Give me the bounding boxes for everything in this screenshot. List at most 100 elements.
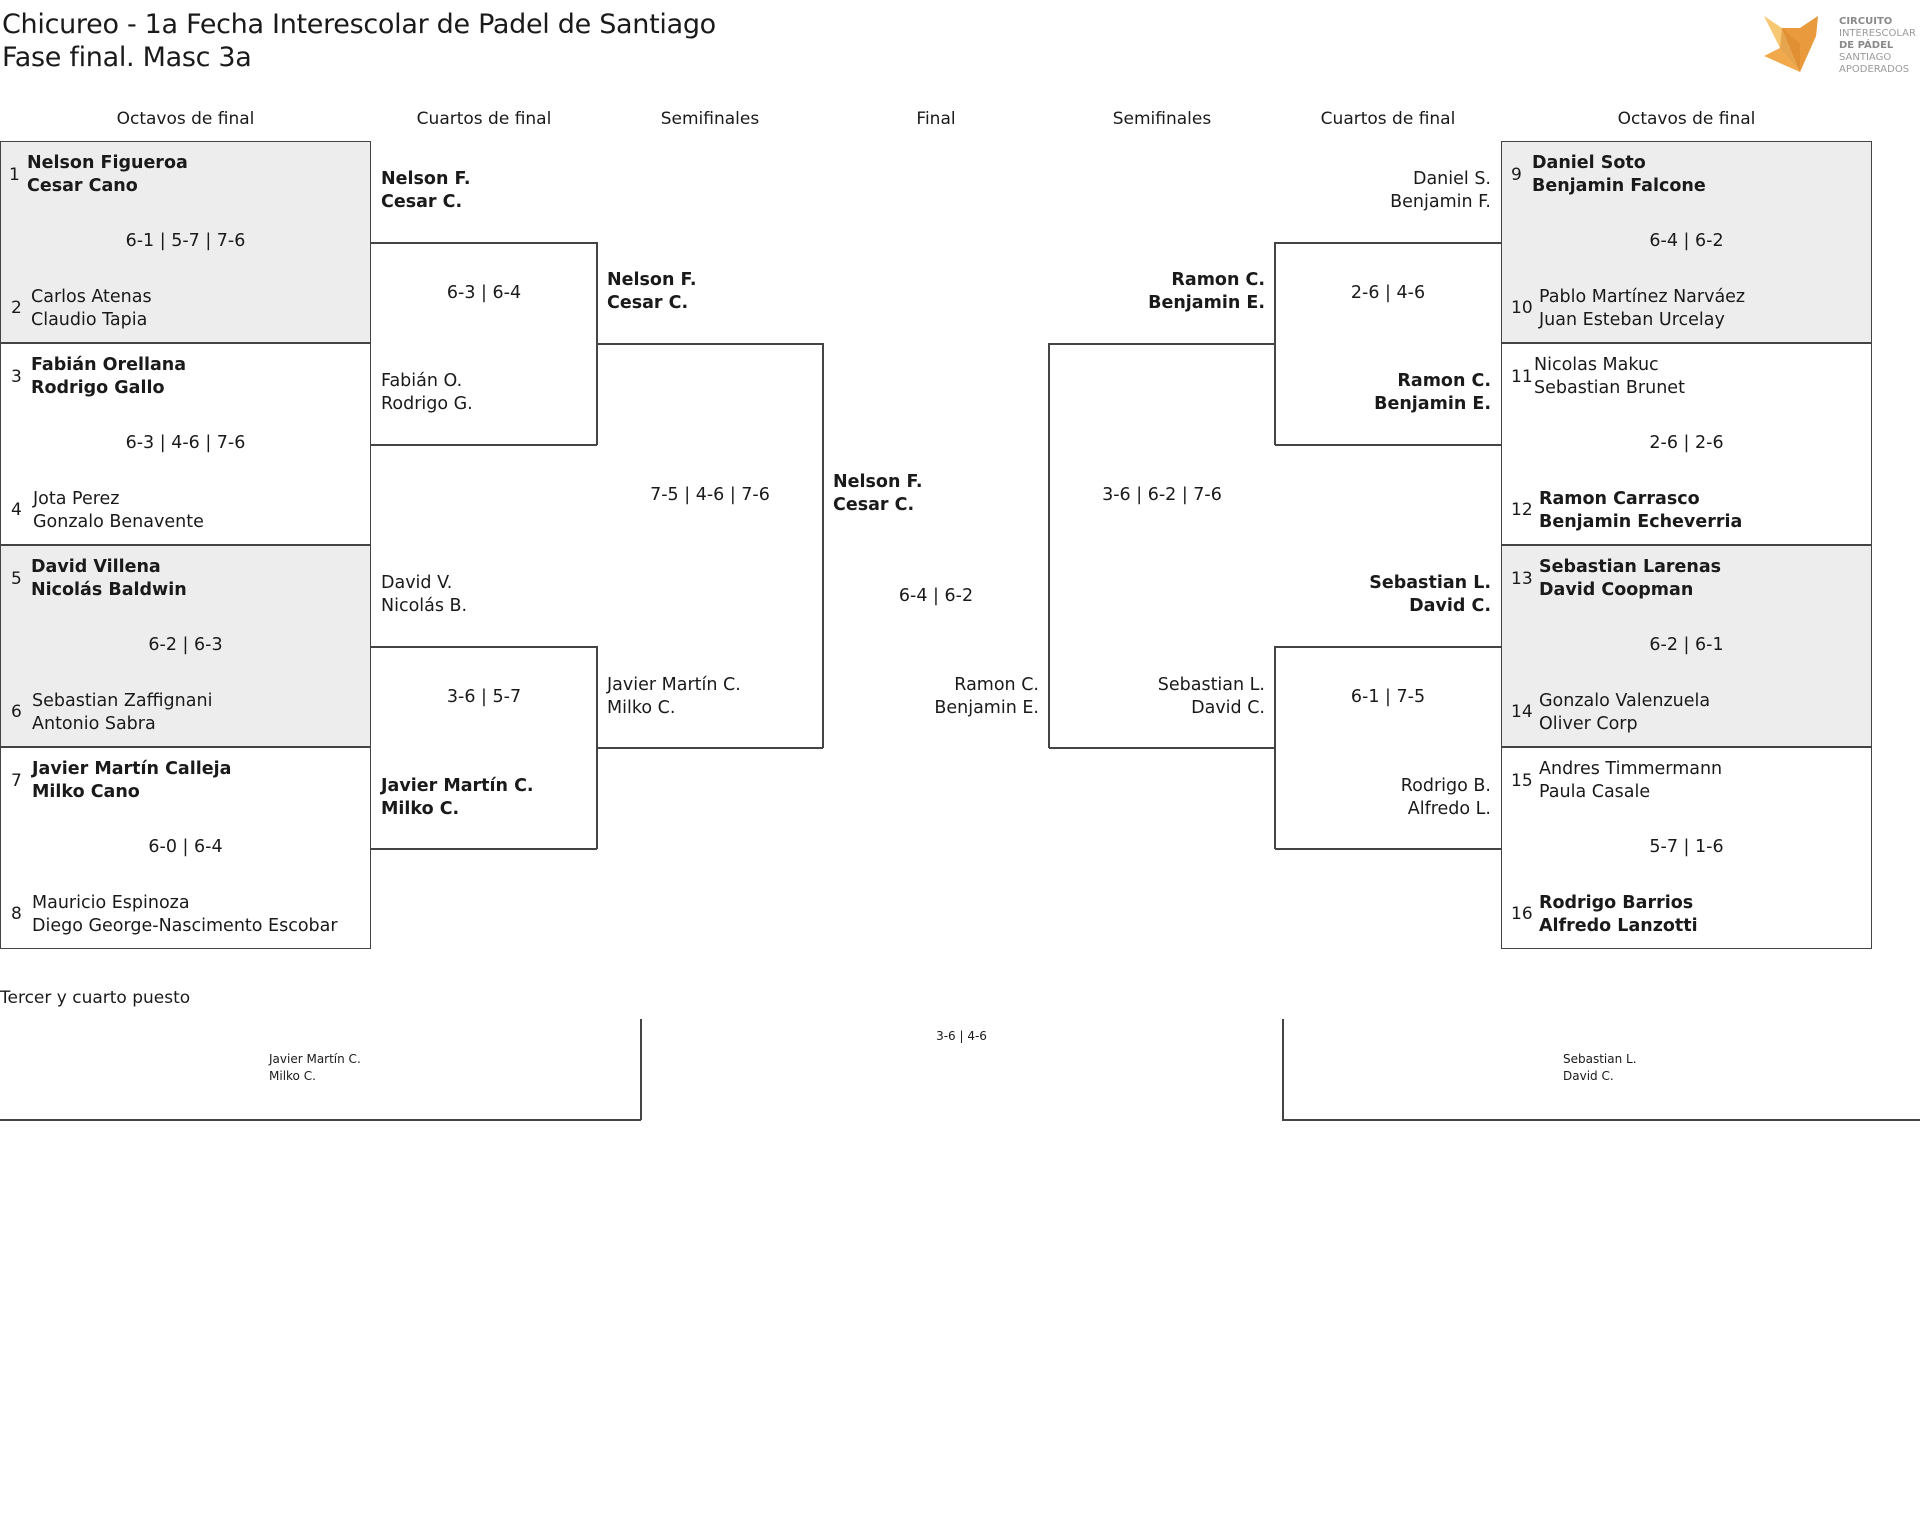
fox-logo-icon: [1764, 16, 1818, 72]
header-right-qf: Cuartos de final: [1320, 109, 1456, 129]
logo-line-2: INTERESCOLAR: [1839, 28, 1916, 39]
player-name: David V.: [381, 573, 453, 593]
match-score: 6-1 | 7-5: [1350, 687, 1426, 707]
player-name: Diego George-Nascimento Escobar: [32, 916, 338, 936]
match-r16-right-2: [1501, 343, 1872, 545]
bracket-line: [1282, 1119, 1920, 1121]
bracket-line: [597, 343, 823, 345]
player-name: Nicolás Baldwin: [31, 580, 187, 600]
player-name: Sebastian Zaffignani: [32, 691, 213, 711]
bracket-line: [1048, 343, 1050, 748]
player-name: Nelson F.: [607, 270, 697, 290]
bracket-line: [1274, 242, 1276, 445]
seed-number: 11: [1511, 367, 1533, 387]
player-name: Nicolas Makuc: [1534, 355, 1659, 375]
player-name: Daniel Soto: [1532, 153, 1646, 173]
match-r16-left-2: [0, 343, 371, 545]
bracket-line: [1049, 343, 1275, 345]
match-score: 7-5 | 4-6 | 7-6: [650, 485, 770, 505]
page-title: Chicureo - 1a Fecha Interescolar de Pade…: [2, 9, 716, 40]
player-name: Paula Casale: [1539, 782, 1651, 802]
player-name: Rodrigo Gallo: [31, 378, 165, 398]
seed-number: 1: [9, 165, 20, 185]
header-right-sf: Semifinales: [1112, 109, 1212, 129]
player-name: Ramon Carrasco: [1539, 489, 1700, 509]
bracket-line: [597, 747, 823, 749]
player-name: Andres Timmermann: [1539, 759, 1723, 779]
seed-number: 5: [11, 569, 22, 589]
player-name: David C.: [1409, 596, 1491, 616]
player-name: Cesar Cano: [27, 176, 138, 196]
player-name: Pablo Martínez Narváez: [1539, 287, 1746, 307]
match-score: 2-6 | 2-6: [1649, 433, 1724, 453]
player-name: Sebastian Larenas: [1539, 557, 1722, 577]
player-name: David Coopman: [1539, 580, 1694, 600]
player-name: Cesar C.: [833, 495, 915, 515]
match-score: 6-2 | 6-1: [1649, 635, 1724, 655]
seed-number: 14: [1511, 702, 1533, 722]
logo-line-4: SANTIAGO: [1839, 52, 1892, 63]
player-name: Javier Martín C.: [381, 776, 534, 796]
player-name: Milko C.: [381, 799, 460, 819]
bracket-line: [371, 242, 597, 244]
player-name: Javier Martín Calleja: [32, 759, 232, 779]
logo-line-3: DE PÁDEL: [1839, 40, 1894, 51]
bracket-line: [822, 343, 824, 748]
match-score: 3-6 | 6-2 | 7-6: [1102, 485, 1222, 505]
player-name: Juan Esteban Urcelay: [1539, 310, 1725, 330]
player-name: Fabián Orellana: [31, 355, 187, 375]
header-final: Final: [916, 109, 956, 129]
player-name: David C.: [1563, 1069, 1614, 1083]
seed-number: 3: [11, 367, 22, 387]
player-name: Benjamin F.: [1390, 192, 1491, 212]
bracket-line: [1275, 242, 1501, 244]
match-score: 6-1 | 5-7 | 7-6: [125, 231, 246, 251]
bracket-line: [0, 1119, 641, 1121]
bracket-line: [640, 1019, 642, 1120]
match-r16-right-1: [1501, 141, 1872, 343]
logo-line-1: CIRCUITO: [1839, 16, 1893, 27]
player-name: Jota Perez: [33, 489, 120, 509]
player-name: Sebastian Brunet: [1534, 378, 1685, 398]
player-name: Carlos Atenas: [31, 287, 152, 307]
bracket-line: [371, 444, 597, 446]
circuit-logo: CIRCUITO INTERESCOLAR DE PÁDEL SANTIAGO …: [1760, 14, 1920, 76]
player-name: Sebastian L.: [1563, 1052, 1637, 1066]
bracket-line: [1275, 848, 1501, 850]
seed-number: 16: [1511, 904, 1533, 924]
player-name: Nicolás B.: [381, 596, 468, 616]
player-name: Alfredo Lanzotti: [1539, 916, 1698, 936]
player-name: Sebastian L.: [1157, 675, 1265, 695]
player-name: Antonio Sabra: [32, 714, 156, 734]
player-name: Cesar C.: [381, 192, 463, 212]
seed-number: 4: [11, 500, 22, 520]
player-name: Nelson F.: [381, 169, 471, 189]
player-name: Nelson Figueroa: [27, 153, 188, 173]
bracket-line: [371, 848, 597, 850]
match-score: 2-6 | 4-6: [1350, 283, 1426, 303]
bracket-line: [596, 646, 598, 849]
player-name: Mauricio Espinoza: [32, 893, 190, 913]
player-name: Milko C.: [607, 698, 676, 718]
bracket-line: [371, 646, 597, 648]
match-score: 6-4 | 6-2: [1649, 231, 1724, 251]
player-name: Milko C.: [269, 1069, 316, 1083]
match-score: 3-6 | 5-7: [446, 687, 522, 707]
player-name: Rodrigo B.: [1400, 776, 1491, 796]
bracket-line: [1275, 646, 1501, 648]
header-left-qf: Cuartos de final: [416, 109, 552, 129]
match-r16-left-1: [0, 141, 371, 343]
bracket-line: [1275, 444, 1501, 446]
seed-number: 8: [11, 904, 22, 924]
player-name: Alfredo L.: [1407, 799, 1491, 819]
match-score: 6-0 | 6-4: [148, 837, 223, 857]
player-name: Benjamin E.: [1148, 293, 1265, 313]
seed-number: 12: [1511, 500, 1533, 520]
player-name: Milko Cano: [32, 782, 140, 802]
player-name: Oliver Corp: [1539, 714, 1638, 734]
player-name: Fabián O.: [381, 371, 463, 391]
player-name: Benjamin E.: [934, 698, 1039, 718]
match-score: 6-3 | 6-4: [446, 283, 522, 303]
bracket-line: [1274, 646, 1276, 849]
match-score: 6-3 | 4-6 | 7-6: [125, 433, 246, 453]
